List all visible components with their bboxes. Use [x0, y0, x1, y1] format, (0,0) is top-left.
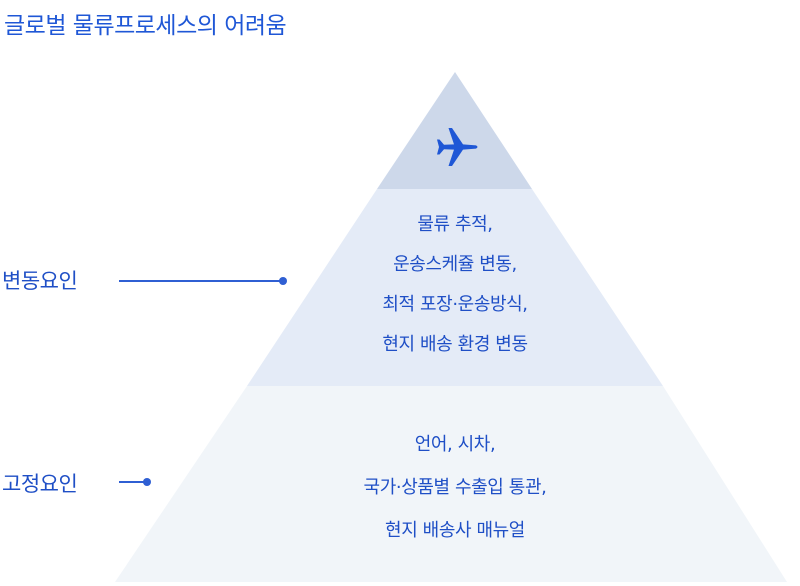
middle-tier-text: 물류 추적, 운송스케쥴 변동, 최적 포장·운송방식, 현지 배송 환경 변동: [300, 205, 610, 365]
airplane-icon: [437, 128, 478, 166]
fixed-factors-label: 고정요인: [2, 472, 78, 496]
middle-tier-line-2: 운송스케쥴 변동,: [393, 254, 517, 275]
variable-factors-label: 변동요인: [2, 269, 78, 293]
middle-tier-line-3: 최적 포장·운송방식,: [382, 294, 528, 315]
fixed-factors-connector: [119, 478, 151, 486]
connector-dot: [279, 277, 287, 285]
page-title: 글로벌 물류프로세스의 어려움: [4, 13, 287, 39]
pyramid-tier-bottom: [115, 386, 787, 582]
pyramid-tier-middle: [247, 189, 663, 386]
middle-tier-line-1: 물류 추적,: [417, 214, 493, 235]
bottom-tier-text: 언어, 시차, 국가·상품별 수출입 통관, 현지 배송사 매뉴얼: [300, 423, 610, 552]
middle-tier-line-4: 현지 배송 환경 변동: [382, 334, 528, 355]
bottom-tier-line-3: 현지 배송사 매뉴얼: [385, 520, 525, 541]
variable-factors-connector: [119, 277, 287, 285]
bottom-tier-line-2: 국가·상품별 수출입 통관,: [363, 477, 547, 498]
pyramid-tier-top: [377, 72, 532, 189]
bottom-tier-line-1: 언어, 시차,: [414, 434, 496, 455]
connector-dot: [143, 478, 151, 486]
